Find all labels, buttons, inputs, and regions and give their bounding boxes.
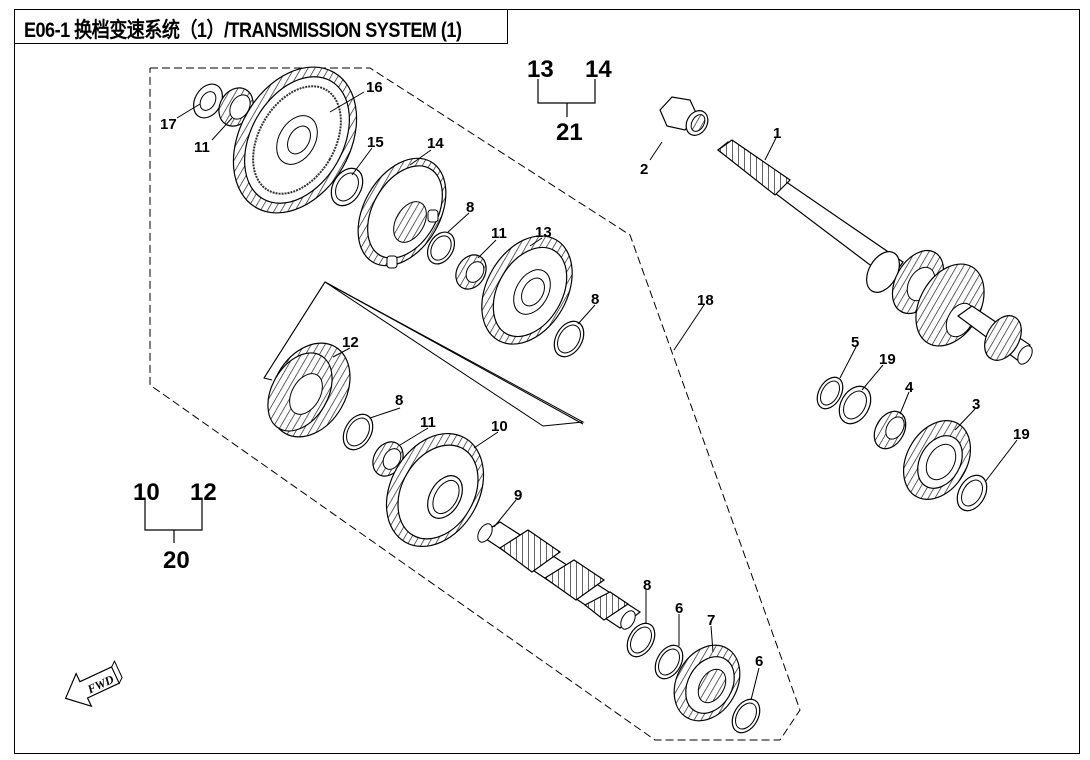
part-8-circlip-d (626, 622, 656, 658)
fwd-label: FWD (84, 672, 116, 697)
callout-3: 3 (972, 396, 980, 413)
callout-2: 2 (640, 161, 648, 178)
callout-11: 11 (491, 225, 507, 242)
part-11-bearing-low (372, 441, 404, 477)
page-title: E06-1 换档变速系统（1）/TRANSMISSION SYSTEM (1) (24, 19, 462, 42)
assembly-21-label: 21 (556, 119, 583, 146)
callout-16: 16 (366, 79, 383, 96)
callout-8: 8 (466, 199, 474, 216)
assembly-20-bracket (144, 500, 203, 543)
assembly-boundary-18 (149, 67, 801, 741)
callout-13: 13 (535, 224, 552, 241)
callout-1: 1 (773, 125, 781, 142)
callout-5: 5 (851, 334, 859, 351)
part-15-washer (330, 167, 364, 207)
callout-19: 19 (879, 351, 896, 368)
callout-8: 8 (591, 291, 599, 308)
part-16-gear (232, 66, 358, 214)
part-10-gear (385, 432, 485, 548)
callout-4: 4 (905, 379, 914, 396)
callout-6: 6 (675, 600, 683, 617)
callout-12: 12 (342, 334, 359, 351)
callout-14: 14 (427, 135, 444, 152)
part-4-bearing (873, 410, 907, 450)
part-14-gear (357, 157, 447, 269)
part-1-shaft (717, 139, 1033, 365)
part-5-circlip (816, 376, 844, 410)
callout-17: 17 (160, 116, 177, 133)
part-2-nut (659, 96, 709, 136)
part-6-circlip-b (731, 698, 761, 734)
callout-15: 15 (367, 134, 384, 151)
part-12-gear (267, 342, 351, 438)
subgroup-bracket (263, 281, 585, 427)
callout-7: 7 (707, 612, 715, 629)
assembly-21-bracket (537, 79, 596, 117)
part-13-gear (481, 235, 573, 345)
callout-11: 11 (194, 139, 210, 156)
part-9-shaft (477, 521, 642, 630)
part-6-circlip-a (654, 644, 684, 680)
part-7-gear (673, 644, 741, 722)
callout-8: 8 (395, 392, 403, 409)
callout-19: 19 (1013, 426, 1030, 443)
fwd-arrow-icon: FWD (64, 660, 123, 708)
title-block: E06-1 换档变速系统（1）/TRANSMISSION SYSTEM (1) (14, 9, 508, 44)
callout-8: 8 (643, 577, 651, 594)
assembly-21-part-13: 13 (527, 56, 554, 83)
assembly-21-part-14: 14 (585, 56, 612, 83)
part-19-washer-b (956, 474, 988, 512)
assembly-20-part-12: 12 (190, 479, 217, 506)
drawing-frame (14, 9, 1080, 754)
part-8-circlip-b (553, 320, 585, 358)
part-8-circlip-c (342, 413, 374, 451)
assembly-20-label: 20 (163, 547, 190, 574)
assembly-20-part-10: 10 (133, 479, 160, 506)
leader-lines (176, 91, 1018, 701)
callout-10: 10 (491, 418, 508, 435)
callout-11: 11 (420, 414, 436, 431)
callout-18: 18 (697, 292, 714, 309)
callout-6: 6 (755, 653, 763, 670)
part-19-washer-a (838, 385, 872, 425)
part-8-circlip-a (426, 231, 456, 265)
callout-9: 9 (514, 487, 522, 504)
part-3-gear (902, 420, 972, 500)
